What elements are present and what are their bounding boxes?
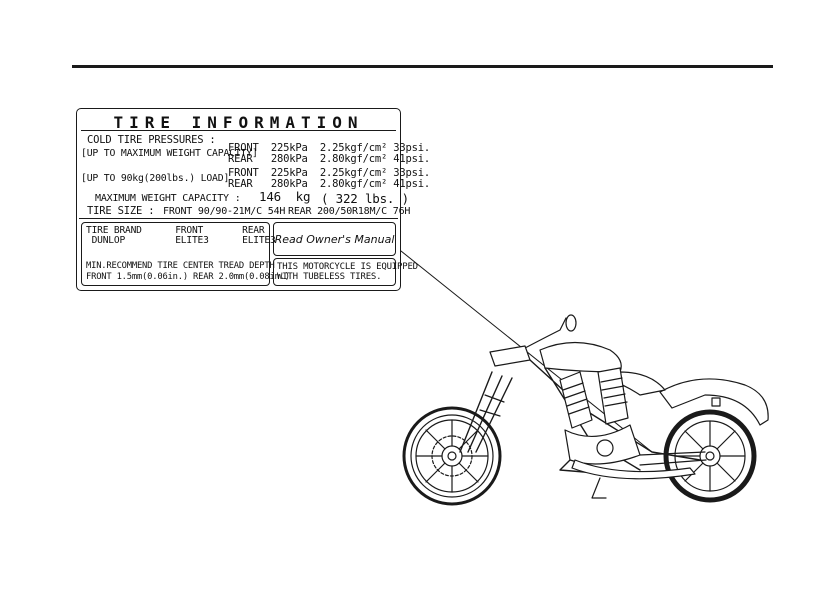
tire-size-front: FRONT 90/90-21M/C 54H — [163, 206, 286, 217]
fuel-tank — [539, 341, 622, 373]
row1-condition: [UP TO MAXIMUM WEIGHT CAPACITY] — [81, 148, 258, 159]
front-forks — [459, 371, 513, 453]
cold-pressures-heading: COLD TIRE PRESSURES : — [87, 134, 216, 146]
tire-size-rear: REAR 200/50R18M/C 76H — [288, 206, 411, 217]
engine — [559, 367, 641, 465]
tubeless-line1: THIS MOTORCYCLE IS EQUIPPED — [277, 262, 418, 272]
row2-condition: [UP TO 90kg(200lbs.) LOAD] — [81, 173, 230, 184]
headlight — [489, 345, 531, 367]
row1-rear-pressure: REAR 280kPa 2.80kgf/cm² 41psi. — [228, 153, 431, 165]
tire-information-label: TIRE INFORMATION COLD TIRE PRESSURES : [… — [76, 108, 430, 291]
tire-size-label: TIRE SIZE : — [87, 205, 155, 217]
row2-front-pressure: FRONT 225kPa 2.25kgf/cm² 33psi. — [228, 167, 431, 179]
swing-arm — [639, 451, 707, 466]
header-rule — [72, 65, 773, 68]
max-weight-lbs: ( 322 lbs. ) — [321, 191, 409, 206]
brand-header: TIRE BRAND FRONT REAR — [86, 225, 265, 236]
exhaust-pipe — [571, 459, 696, 480]
max-weight-kg: 146 kg — [259, 189, 311, 204]
tread-depth-line2: FRONT 1.5mm(0.06in.) REAR 2.0mm(0.08in.) — [86, 272, 290, 282]
section-divider — [79, 218, 398, 219]
front-wheel — [402, 406, 502, 506]
max-weight-label: MAXIMUM WEIGHT CAPACITY : — [95, 193, 241, 204]
brand-values: DUNLOP ELITE3 ELITE3 — [86, 235, 276, 246]
owners-manual-note: Read Owner's Manual — [274, 233, 395, 246]
label-title-bar: TIRE INFORMATION — [79, 111, 398, 132]
tubeless-line2: WITH TUBELESS TIRES. — [277, 272, 382, 282]
row1-front-pressure: FRONT 225kPa 2.25kgf/cm² 33psi. — [228, 142, 431, 154]
tire-brand-box: TIRE BRAND FRONT REAR DUNLOP ELITE3 ELIT… — [81, 222, 290, 286]
tubeless-box: THIS MOTORCYCLE IS EQUIPPED WITH TUBELES… — [273, 258, 418, 286]
rear-fender — [659, 378, 769, 426]
tail-reflector — [711, 397, 721, 407]
title-divider — [81, 130, 396, 131]
label-title: TIRE INFORMATION — [113, 113, 364, 132]
owners-manual-box: Read Owner's Manual — [273, 222, 396, 256]
kickstand — [591, 477, 607, 499]
mirror — [565, 314, 577, 332]
tread-depth-line1: MIN.RECOMMEND TIRE CENTER TREAD DEPTH — [86, 261, 275, 271]
row2-rear-pressure: REAR 280kPa 2.80kgf/cm² 41psi. — [228, 178, 431, 190]
